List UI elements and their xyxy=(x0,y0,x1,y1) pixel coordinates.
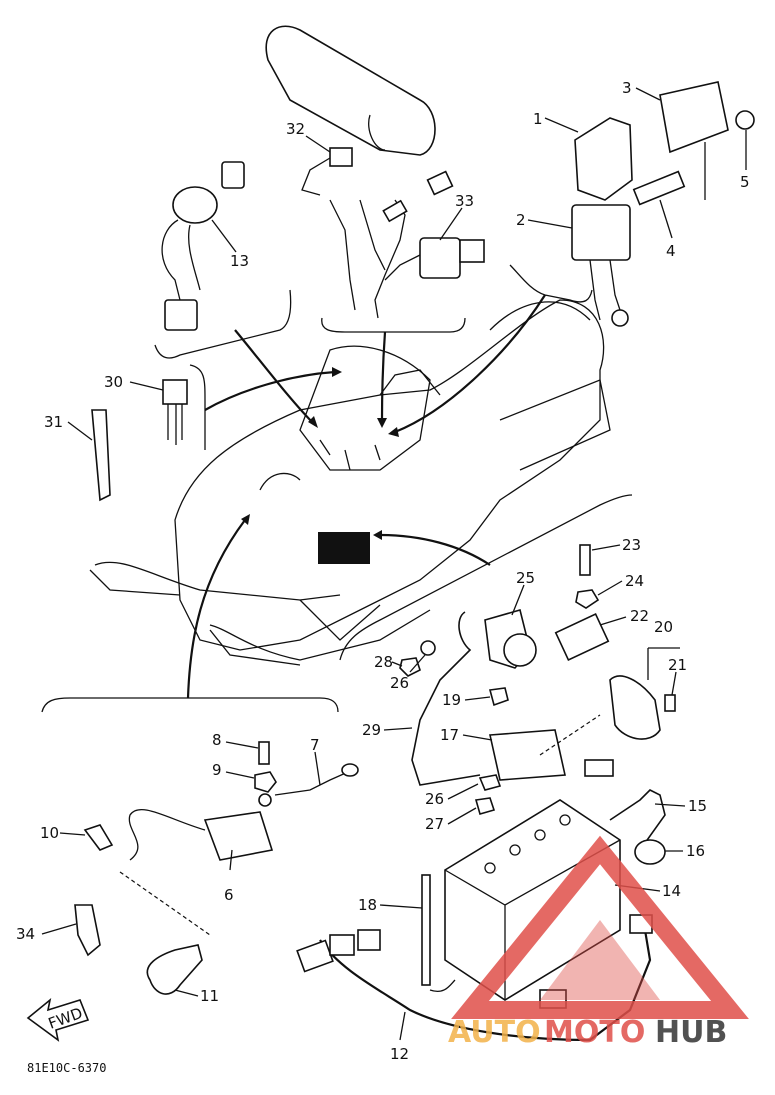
callout-5: 5 xyxy=(740,173,750,191)
callout-12: 12 xyxy=(390,1045,409,1063)
callout-34: 34 xyxy=(16,925,35,943)
bracket-4 xyxy=(632,170,686,206)
snowmobile-body xyxy=(89,299,611,666)
callout-22: 22 xyxy=(630,607,649,625)
fuse-22 xyxy=(554,613,610,661)
group-bracket-30 xyxy=(189,364,206,450)
plug-cap-11 xyxy=(146,944,203,995)
callout-11: 11 xyxy=(200,987,219,1005)
switch-34 xyxy=(74,904,101,957)
ecu-block xyxy=(318,532,370,564)
bolt-21 xyxy=(664,694,676,712)
strap-15 xyxy=(609,789,666,851)
leader-6 xyxy=(186,519,246,699)
leader-33 xyxy=(380,331,387,421)
nut-24 xyxy=(575,589,600,609)
callout-24: 24 xyxy=(625,572,644,590)
callout-3: 3 xyxy=(622,79,632,97)
group-bracket-17 xyxy=(339,494,633,661)
callout-32: 32 xyxy=(286,120,305,138)
callout-2: 2 xyxy=(516,211,526,229)
callout-26b: 26 xyxy=(425,790,444,808)
nut-5 xyxy=(735,110,755,130)
callout-13: 13 xyxy=(230,252,249,270)
cdi-unit-1-2 xyxy=(571,117,633,327)
nut-26b xyxy=(478,774,502,791)
rod-18 xyxy=(421,874,431,986)
leader-2 xyxy=(394,294,546,434)
starter-relay-20 xyxy=(609,675,661,740)
watermark-moto: MOTO xyxy=(544,1015,645,1050)
watermark-logo: AUTO MOTO HUB xyxy=(448,835,749,1050)
group-bracket-2 xyxy=(509,264,593,303)
callout-1: 1 xyxy=(533,110,543,128)
nut-28 xyxy=(399,657,421,677)
callout-26: 26 xyxy=(390,674,409,692)
rectifier-3 xyxy=(659,81,729,154)
callout-33: 33 xyxy=(455,192,474,210)
callout-9: 9 xyxy=(212,761,222,779)
callouts: 1 2 3 4 5 6 7 8 9 10 11 12 13 14 15 16 1… xyxy=(16,79,750,1063)
callout-23: 23 xyxy=(622,536,641,554)
callout-28: 28 xyxy=(374,653,393,671)
group-bracket-33 xyxy=(321,317,466,333)
switch-harness-33 xyxy=(301,147,485,319)
relay-30 xyxy=(162,379,188,405)
watermark-auto: AUTO xyxy=(448,1015,541,1050)
callout-30: 30 xyxy=(104,373,123,391)
damper-16 xyxy=(634,839,666,865)
fwd-arrow: FWD xyxy=(26,997,90,1042)
leader-30 xyxy=(204,370,336,411)
bolt-23 xyxy=(579,544,591,576)
callout-16: 16 xyxy=(686,842,705,860)
group-bracket-13 xyxy=(154,289,292,359)
callout-8: 8 xyxy=(212,731,222,749)
leader-13 xyxy=(234,329,316,426)
clip-10 xyxy=(83,824,114,851)
main-switch-13 xyxy=(161,161,245,331)
bolt-8 xyxy=(258,741,270,765)
callout-21: 21 xyxy=(668,656,687,674)
cable-29 xyxy=(411,611,481,786)
callout-17: 17 xyxy=(440,726,459,744)
callout-29: 29 xyxy=(362,721,381,739)
callout-10: 10 xyxy=(40,824,59,842)
handlebar-grip xyxy=(265,25,436,156)
leader-17 xyxy=(379,533,491,566)
callout-25: 25 xyxy=(516,569,535,587)
terminal xyxy=(584,759,614,777)
callout-27: 27 xyxy=(425,815,444,833)
nut-19 xyxy=(488,687,509,707)
nut-27 xyxy=(474,797,496,815)
callout-18: 18 xyxy=(358,896,377,914)
figure-code: 81E10C-6370 xyxy=(27,1061,106,1075)
battery-14 xyxy=(444,799,621,1001)
washer-26 xyxy=(420,640,436,656)
nut-9 xyxy=(254,771,277,793)
callout-15: 15 xyxy=(688,797,707,815)
lead-7 xyxy=(274,771,349,796)
ignition-coil-6 xyxy=(128,809,274,861)
callout-4: 4 xyxy=(666,242,676,260)
callout-20: 20 xyxy=(654,618,673,636)
callout-14: 14 xyxy=(662,882,681,900)
callout-19: 19 xyxy=(442,691,461,709)
band-31 xyxy=(91,409,111,502)
callout-6: 6 xyxy=(224,886,234,904)
wire-harness-12 xyxy=(319,929,652,1042)
watermark-hub: HUB xyxy=(655,1015,727,1050)
callout-31: 31 xyxy=(44,413,63,431)
holder-17 xyxy=(489,729,566,781)
group-bracket-6 xyxy=(41,697,339,713)
callout-7: 7 xyxy=(310,736,320,754)
